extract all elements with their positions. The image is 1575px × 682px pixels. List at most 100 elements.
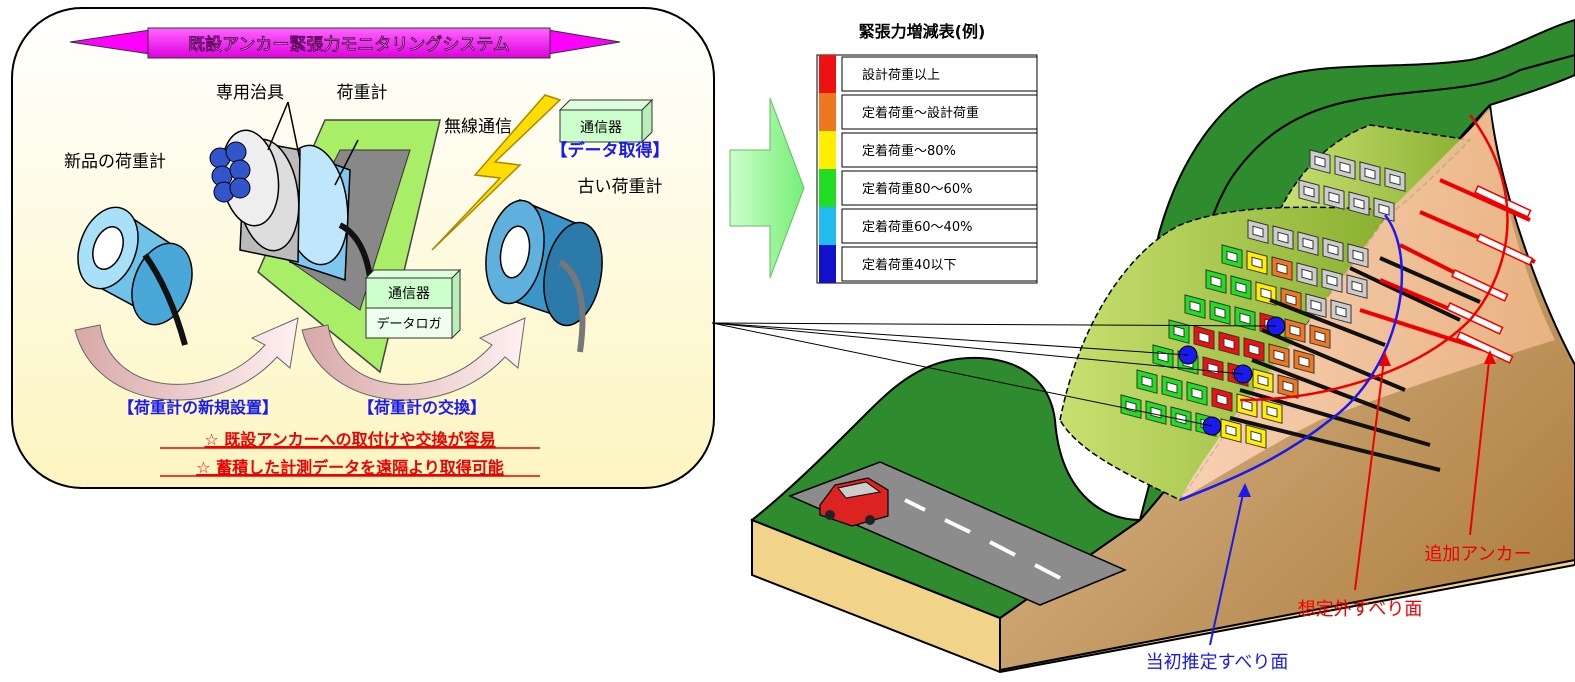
legend-item-label-5: 定着荷重40以下	[862, 257, 957, 273]
grid-cell-inner	[1214, 306, 1226, 319]
benefit-2: ☆ 蓄積した計測データを遠隔より取得可能	[196, 458, 504, 477]
legend-item-box-1	[841, 94, 1038, 130]
grid-cell-inner	[1314, 155, 1326, 168]
grid-cell-inner	[1327, 243, 1339, 256]
grid-cell-inner	[1303, 185, 1315, 198]
data-logger-label: データロガ	[376, 316, 441, 332]
grid-cell-inner	[1289, 324, 1301, 337]
grid-cell-inner	[1251, 256, 1263, 269]
grid-cell-inner	[1276, 262, 1288, 275]
data-acquisition-label: 【データ取得】	[551, 140, 670, 161]
replace-caption: 【荷重計の交換】	[358, 398, 486, 417]
slope-diagram: 追加アンカー 想定外すべり面 当初推定すべり面	[711, 18, 1575, 674]
grid-cell-inner	[1266, 405, 1278, 418]
old-load-cell-illustration	[485, 198, 603, 353]
grid-cell-inner	[1277, 231, 1289, 244]
legend-item-label-4: 定着荷重60～40%	[862, 219, 972, 235]
legend-item-label-3: 定着荷重80～60%	[862, 181, 972, 197]
load-cell-label: 荷重計	[337, 83, 388, 103]
grid-cell-inner	[1241, 399, 1253, 412]
grid-cell-inner	[1198, 331, 1210, 344]
grid-cell-inner	[1226, 250, 1238, 263]
legend-item-label-2: 定着荷重～80%	[862, 143, 956, 159]
grid-cell-inner	[1339, 161, 1351, 174]
legend-item-box-2	[841, 132, 1038, 168]
grid-cell-inner	[1389, 173, 1401, 186]
benefit-1: ☆ 既設アンカーへの取付けや交換が容易	[204, 430, 495, 449]
grid-cell-inner	[1282, 380, 1294, 393]
grid-cell-inner	[1175, 412, 1187, 425]
car-icon	[819, 477, 889, 527]
tension-legend: 緊張力増減表(例) 設計荷重以上定着荷重～設計荷重定着荷重～80%定着荷重80～…	[816, 22, 1038, 284]
legend-title: 緊張力増減表(例)	[859, 22, 986, 41]
unexpected-slip-label: 想定外すべり面	[1298, 599, 1423, 620]
grid-cell-inner	[1191, 387, 1203, 400]
jig-load-cell-assembly	[209, 101, 375, 301]
grid-cell-inner	[1273, 349, 1285, 362]
grid-cell-inner	[1225, 424, 1237, 437]
grid-cell-inner	[1364, 167, 1376, 180]
unexpected-slip-surface	[1239, 114, 1509, 402]
grid-cell-inner	[1301, 268, 1313, 281]
grid-cell-inner	[1353, 197, 1365, 210]
strand-bundle	[209, 141, 251, 203]
grid-cell-inner	[1302, 237, 1314, 250]
grid-cell-inner	[1248, 343, 1260, 356]
new-load-cell-label: 新品の荷重計	[64, 152, 166, 172]
grid-cell-inner	[1252, 225, 1264, 238]
grid-cell-inner	[1216, 393, 1228, 406]
road-center-line	[904, 498, 1061, 580]
grid-cell-inner	[1141, 375, 1153, 388]
legend-item-box-3	[841, 170, 1038, 206]
grid-cell-inner	[1314, 330, 1326, 343]
wireless-bolt-icon	[431, 94, 562, 251]
grid-cell-inner	[1210, 275, 1222, 288]
grid-cell-inner	[1189, 300, 1201, 313]
system-title: 既設アンカー緊張力モニタリングシステム	[188, 34, 510, 55]
initial-slip-label: 当初推定すべり面	[1146, 652, 1289, 673]
grid-cell-inner	[1239, 312, 1251, 325]
legend-swatch-0	[819, 55, 836, 93]
jig-label: 専用治具	[216, 83, 284, 103]
grid-cell-inner	[1223, 337, 1235, 350]
legend-swatch-4	[819, 207, 836, 245]
install-curved-arrow	[74, 317, 299, 401]
legend-swatch-1	[819, 93, 836, 131]
legend-swatch-2	[819, 131, 836, 169]
grid-cell-inner	[1285, 293, 1297, 306]
logger-box: 通信器 データロガ	[364, 268, 462, 340]
new-install-caption: 【荷重計の新規設置】	[118, 398, 278, 417]
legend-item-box-5	[841, 246, 1038, 282]
additional-anchor-label: 追加アンカー	[1424, 544, 1531, 565]
system-panel: 既設アンカー緊張力モニタリングシステム	[11, 7, 715, 489]
communicator-label: 通信器	[388, 286, 430, 302]
grid-cell-inner	[1235, 281, 1247, 294]
remote-communicator-box: 通信器	[558, 98, 654, 144]
leader-lines	[711, 322, 1277, 427]
grid-cell-inner	[1328, 191, 1340, 204]
grid-cell-inner	[1351, 280, 1363, 293]
legend-item-box-4	[841, 208, 1038, 244]
new-load-cell-illustration	[77, 206, 193, 346]
system-title-banner: 既設アンカー緊張力モニタリングシステム	[69, 27, 621, 59]
grid-cell-inner	[1298, 355, 1310, 368]
grid-cell-inner	[1352, 249, 1364, 262]
legend-item-box-0	[841, 56, 1038, 92]
old-load-cell-label: 古い荷重計	[578, 177, 663, 197]
transition-arrow	[729, 97, 805, 279]
grid-cell-inner	[1326, 274, 1338, 287]
grid-cell-inner	[1250, 430, 1262, 443]
replace-curved-arrow	[301, 317, 526, 401]
initial-slip-surface	[1179, 214, 1404, 502]
grid-cell-inner	[1257, 374, 1269, 387]
legend-swatch-3	[819, 169, 836, 207]
wireless-label: 無線通信	[444, 117, 512, 137]
grid-cell-inner	[1260, 287, 1272, 300]
legend-swatch-5	[819, 245, 836, 283]
grid-cell-inner	[1335, 305, 1347, 318]
grid-cell-inner	[1166, 381, 1178, 394]
grid-cell-inner	[1173, 325, 1185, 338]
communicator-top-label: 通信器	[580, 120, 622, 136]
legend-item-label-0: 設計荷重以上	[862, 67, 940, 83]
